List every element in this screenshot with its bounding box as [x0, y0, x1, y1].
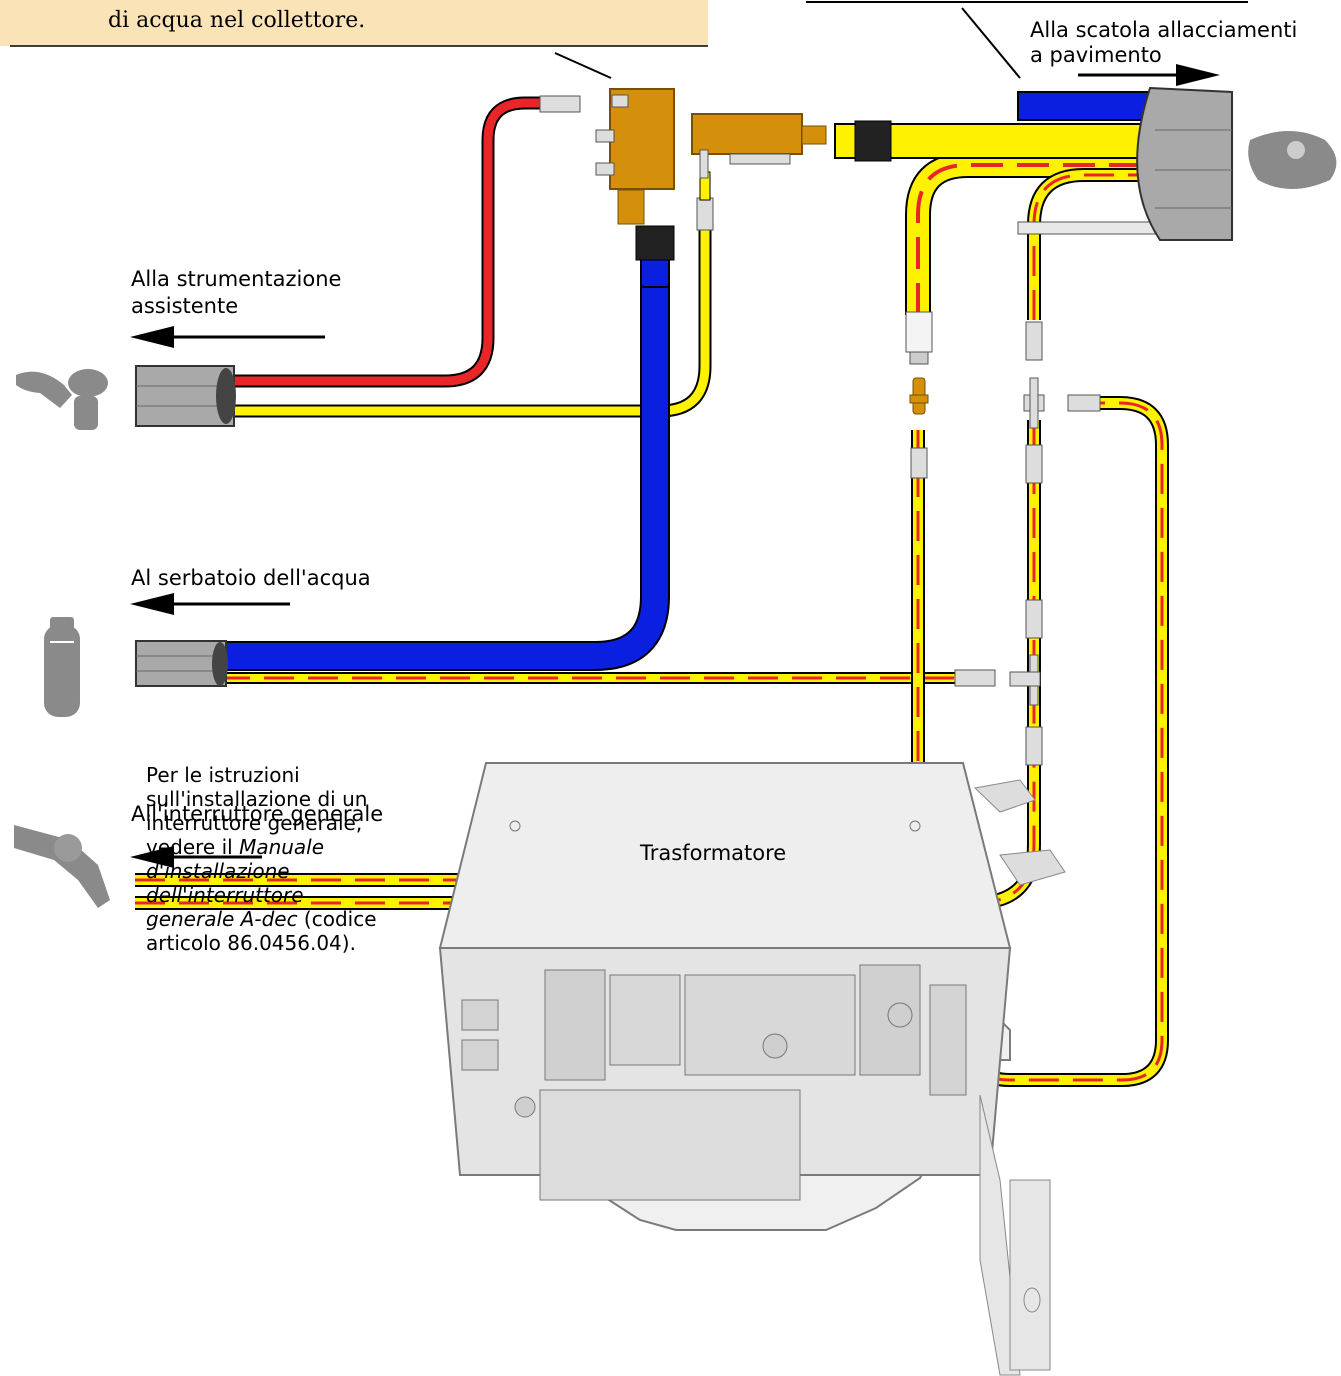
- assistant-label-line2: assistente: [131, 294, 238, 318]
- assistant-label-line1: Alla strumentazione: [131, 267, 341, 291]
- floor-box-label-line1: Alla scatola allacciamenti: [1030, 18, 1297, 42]
- floor-box-arrow: [1078, 64, 1220, 86]
- manifold-callout-text: di acqua nel collettore.: [108, 8, 365, 33]
- master-switch-icon: [14, 825, 110, 908]
- note-text-part2: (codice articolo 86.0456.04).: [146, 907, 377, 955]
- master-switch-label: All'interruttore generale: [131, 802, 383, 826]
- striped-tube-floor-2: [1009, 168, 1150, 766]
- water-manifold: [539, 88, 827, 225]
- red-tube: [228, 96, 540, 388]
- floor-box-umbilical: [1136, 86, 1233, 241]
- water-tank-arrow: [130, 593, 290, 615]
- floor-box-tubes: [834, 91, 1169, 235]
- floor-box-label-line2: a pavimento: [1030, 43, 1162, 67]
- water-tank-umbilical: [135, 640, 228, 687]
- master-switch-instructions-note: Per le istruzioni sull'installazione di …: [146, 763, 396, 955]
- master-switch-arrow: [130, 846, 262, 868]
- blue-tube: [220, 225, 675, 671]
- assistant-instrument-icon: [16, 369, 108, 430]
- note-manual-title: Manuale d'installazione dell'interruttor…: [146, 835, 325, 931]
- note-text-part1: Per le istruzioni sull'installazione di …: [146, 763, 368, 859]
- floor-box-callout: [806, 1, 1248, 79]
- striped-tube-tank: [220, 669, 996, 687]
- transformer-label: Trasformatore: [639, 841, 786, 865]
- manifold-callout: di acqua nel collettore.: [0, 0, 708, 79]
- transformer: Trasformatore: [438, 762, 1066, 1376]
- water-tank-label: Al serbatoio dell'acqua: [131, 566, 371, 590]
- water-bottle-icon: [44, 617, 80, 717]
- striped-tube-floor-1: [905, 152, 1150, 479]
- floor-box-icon: [1248, 131, 1337, 189]
- assistant-umbilical: [135, 365, 236, 427]
- assistant-arrow: [130, 326, 325, 348]
